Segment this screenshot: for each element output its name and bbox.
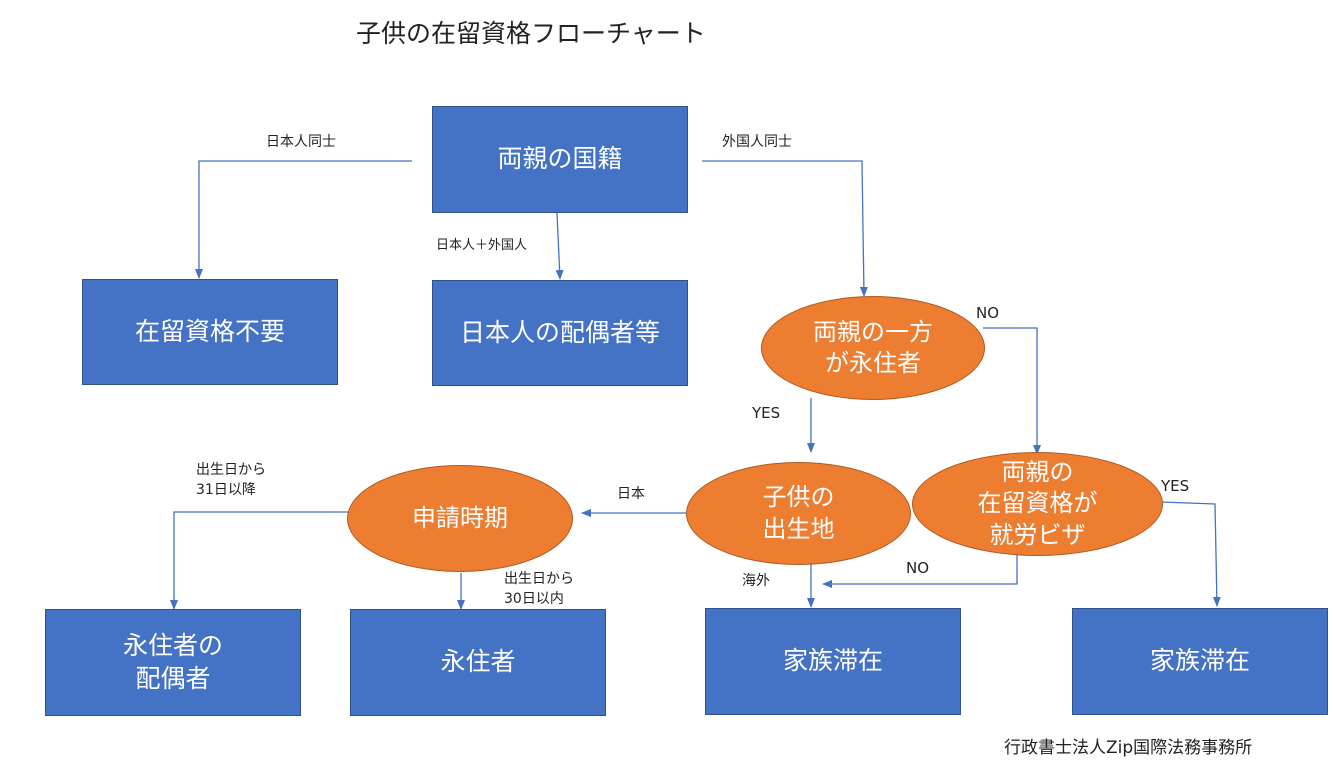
- node-spouse-of-japanese: 日本人の配偶者等: [432, 280, 688, 386]
- label-yes-pr: YES: [752, 404, 781, 422]
- label-born-abroad: 海外: [742, 573, 770, 589]
- node-permanent-resident: 永住者: [350, 609, 606, 716]
- label-both-foreign: 外国人同士: [722, 134, 792, 150]
- edge-work-yes: [1160, 501, 1221, 607]
- page-title: 子供の在留資格フローチャート: [356, 19, 706, 48]
- node-family-stay-1: 家族滞在: [705, 608, 961, 715]
- label-no-pr: NO: [976, 304, 1000, 322]
- node-family-stay-2: 家族滞在: [1072, 608, 1328, 715]
- label-both-japanese: 日本人同士: [266, 134, 336, 150]
- edge-pr-no: [983, 327, 1041, 455]
- label-after-31: 出生日から 31日以降: [196, 462, 266, 498]
- edge-japanese-foreign: [555, 212, 564, 280]
- label-born-japan: 日本: [617, 486, 645, 502]
- node-parents-nationality: 両親の国籍: [432, 106, 688, 213]
- node-parents-work-visa: 両親の 在留資格が 就労ビザ: [912, 452, 1163, 556]
- label-work-yes: YES: [1161, 477, 1190, 495]
- node-spouse-of-pr: 永住者の 配偶者: [45, 609, 301, 716]
- label-japanese-foreign: 日本人＋外国人: [436, 238, 528, 253]
- footer-credit: 行政書士法人Zip国際法務事務所: [1004, 738, 1253, 758]
- label-work-no: NO: [906, 559, 930, 577]
- edge-work-no: [822, 555, 1018, 588]
- node-application-timing: 申請時期: [347, 465, 573, 572]
- node-no-status-needed: 在留資格不要: [82, 279, 338, 385]
- edge-after-31: [170, 511, 348, 610]
- node-birthplace: 子供の 出生地: [686, 462, 911, 565]
- edge-both-foreign: [702, 160, 868, 297]
- label-within-30: 出生日から 30日以内: [504, 571, 574, 607]
- node-one-parent-pr: 両親の一方 が永住者: [761, 296, 985, 400]
- edge-both-japanese: [195, 160, 412, 279]
